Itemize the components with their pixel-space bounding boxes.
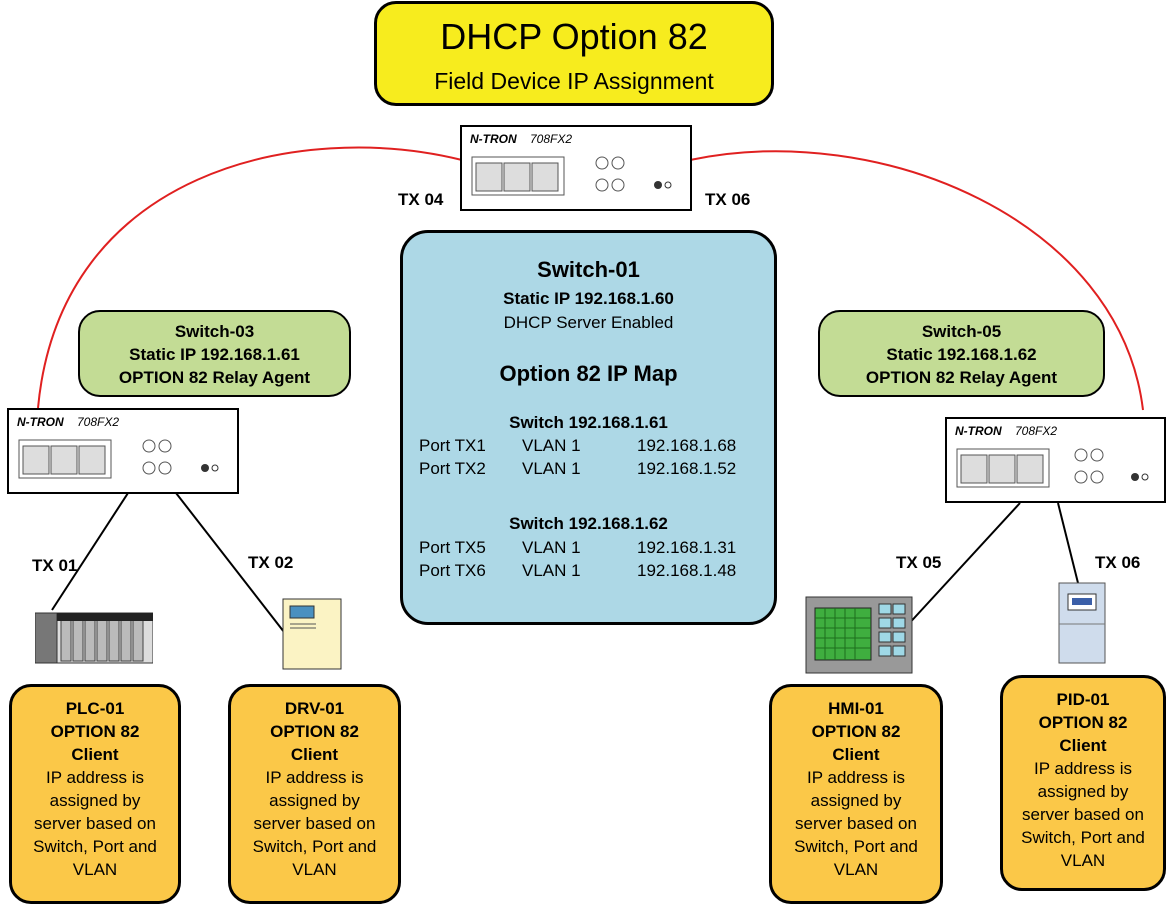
client-desc-line: server based on xyxy=(1022,805,1144,824)
client-name: HMI-01 xyxy=(828,699,884,718)
switch-model: 708FX2 xyxy=(530,132,572,146)
switch-05-role: OPTION 82 Relay Agent xyxy=(865,368,1058,387)
map-group-header: Switch 192.168.1.62 xyxy=(509,514,668,533)
map-vlan: VLAN 1 xyxy=(522,459,581,478)
port-label-tx01: TX 01 xyxy=(32,556,78,575)
switch-faceplate: N-TRON 708FX2 xyxy=(17,415,219,479)
client-desc-line: server based on xyxy=(795,814,917,833)
client-role: Client xyxy=(832,745,880,764)
port-label-tx04: TX 04 xyxy=(398,190,444,209)
client-desc-line: VLAN xyxy=(833,860,879,879)
client-protocol: OPTION 82 xyxy=(270,722,359,741)
title-subtitle: Field Device IP Assignment xyxy=(434,68,714,94)
switch-03-ip: Static IP 192.168.1.61 xyxy=(129,345,300,364)
map-ip: 192.168.1.48 xyxy=(637,561,737,580)
client-box-pid-01: PID-01 OPTION 82 Client IP address is as… xyxy=(1000,675,1166,891)
client-box-hmi-01: HMI-01 OPTION 82 Client IP address is as… xyxy=(769,684,943,904)
client-desc-line: VLAN xyxy=(72,860,118,879)
switch-03-device: N-TRON 708FX2 xyxy=(7,408,239,494)
switch-05-label-box: Switch-05 Static 192.168.1.62 OPTION 82 … xyxy=(818,310,1105,397)
port-label-tx06-right: TX 06 xyxy=(1095,553,1141,572)
client-desc-line: IP address is xyxy=(46,768,144,787)
client-desc-line: assigned by xyxy=(49,791,141,810)
link-tx05 xyxy=(904,502,1021,629)
switch-03-label-box: Switch-03 Static IP 192.168.1.61 OPTION … xyxy=(78,310,351,397)
switch-01-ip: Static IP 192.168.1.60 xyxy=(503,289,674,308)
map-row: Port TX2 VLAN 1 192.168.1.52 xyxy=(419,459,736,479)
link-switch01-switch05 xyxy=(689,150,1144,411)
client-name: DRV-01 xyxy=(284,699,345,718)
plc-device-icon xyxy=(35,612,153,664)
client-protocol: OPTION 82 xyxy=(50,722,140,741)
client-desc-line: Switch, Port and xyxy=(33,837,157,856)
port-label-tx05: TX 05 xyxy=(896,553,942,572)
switch-05-name: Switch-05 xyxy=(921,322,1002,341)
switch-05-device: N-TRON 708FX2 xyxy=(945,417,1166,503)
title-box: DHCP Option 82 Field Device IP Assignmen… xyxy=(374,1,774,106)
client-role: Client xyxy=(1059,736,1107,755)
switch-brand: N-TRON xyxy=(470,132,517,146)
client-desc-line: Switch, Port and xyxy=(794,837,918,856)
hmi-device-icon xyxy=(805,596,913,674)
client-desc-line: assigned by xyxy=(1037,782,1129,801)
title-main: DHCP Option 82 xyxy=(440,16,708,57)
map-vlan: VLAN 1 xyxy=(522,538,581,557)
switch-03-name: Switch-03 xyxy=(174,322,255,341)
link-switch01-switch03 xyxy=(37,146,463,409)
map-port: Port TX5 xyxy=(419,538,486,557)
switch-01-dhcp-status: DHCP Server Enabled xyxy=(503,313,674,332)
client-role: Client xyxy=(290,745,339,764)
switch-03-role: OPTION 82 Relay Agent xyxy=(118,368,311,387)
pid-device-icon xyxy=(1058,582,1106,664)
switch-faceplate: N-TRON 708FX2 xyxy=(955,424,1149,488)
client-role: Client xyxy=(71,745,119,764)
client-protocol: OPTION 82 xyxy=(811,722,901,741)
drive-device-icon xyxy=(282,598,342,670)
client-desc-line: assigned by xyxy=(810,791,902,810)
client-name: PLC-01 xyxy=(65,699,125,718)
client-desc-line: assigned by xyxy=(269,791,360,810)
map-ip: 192.168.1.31 xyxy=(637,538,737,557)
switch-01-info-box: Switch-01 Static IP 192.168.1.60 DHCP Se… xyxy=(400,230,777,625)
map-row: Port TX6 VLAN 1 192.168.1.48 xyxy=(419,561,736,581)
client-desc-line: Switch, Port and xyxy=(1021,828,1145,847)
client-desc-line: IP address is xyxy=(265,768,364,787)
client-box-drv-01: DRV-01 OPTION 82 Client IP address is as… xyxy=(228,684,401,904)
map-ip: 192.168.1.52 xyxy=(637,459,737,478)
link-tx02 xyxy=(175,492,285,633)
switch-01-device: N-TRON 708FX2 xyxy=(460,125,692,211)
client-desc-line: IP address is xyxy=(1034,759,1132,778)
map-port: Port TX1 xyxy=(419,436,486,455)
client-desc-line: IP address is xyxy=(807,768,905,787)
client-desc-line: VLAN xyxy=(1060,851,1106,870)
map-port: Port TX6 xyxy=(419,561,486,580)
map-group-header: Switch 192.168.1.61 xyxy=(509,413,668,432)
client-desc-line: server based on xyxy=(253,814,376,833)
switch-brand: N-TRON xyxy=(17,415,64,429)
ip-map-title: Option 82 IP Map xyxy=(499,361,678,386)
client-name: PID-01 xyxy=(1056,690,1110,709)
map-ip: 192.168.1.68 xyxy=(637,436,737,455)
switch-model: 708FX2 xyxy=(1015,424,1057,438)
map-row: Port TX5 VLAN 1 192.168.1.31 xyxy=(419,538,736,558)
client-protocol: OPTION 82 xyxy=(1038,713,1128,732)
link-tx01 xyxy=(51,492,129,611)
map-vlan: VLAN 1 xyxy=(522,561,581,580)
switch-faceplate: N-TRON 708FX2 xyxy=(470,132,672,196)
switch-05-ip: Static 192.168.1.62 xyxy=(886,345,1037,364)
switch-model: 708FX2 xyxy=(77,415,119,429)
port-label-tx02: TX 02 xyxy=(248,553,294,572)
client-desc-line: Switch, Port and xyxy=(252,837,377,856)
map-port: Port TX2 xyxy=(419,459,486,478)
port-label-tx06-top: TX 06 xyxy=(705,190,751,209)
client-desc-line: server based on xyxy=(34,814,156,833)
switch-01-name: Switch-01 xyxy=(537,257,640,282)
map-row: Port TX1 VLAN 1 192.168.1.68 xyxy=(419,436,736,456)
switch-brand: N-TRON xyxy=(955,424,1002,438)
map-vlan: VLAN 1 xyxy=(522,436,581,455)
link-tx06 xyxy=(1057,502,1079,584)
client-desc-line: VLAN xyxy=(292,860,337,879)
client-box-plc-01: PLC-01 OPTION 82 Client IP address is as… xyxy=(9,684,181,904)
